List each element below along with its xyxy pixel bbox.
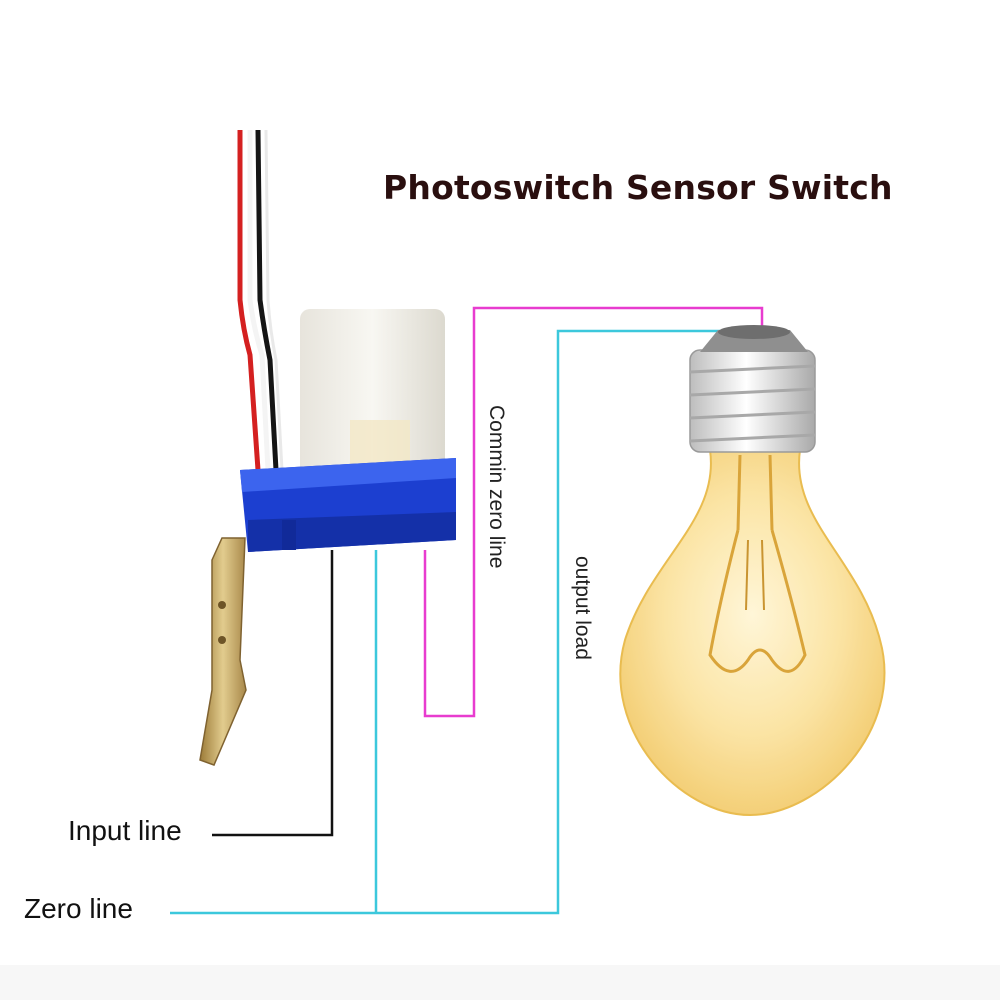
input-line-wire — [212, 550, 334, 837]
output-load-label: output load — [571, 556, 594, 660]
bottom-strip — [0, 965, 1000, 1000]
zero-line-label: Zero line — [24, 893, 133, 924]
input-line-label: Input line — [68, 815, 182, 846]
common-zero-line-label: Commin zero line — [485, 405, 508, 569]
common-zero-line-wire — [423, 306, 764, 718]
sensor-lead-wires — [237, 129, 284, 471]
zero-line-wire — [170, 329, 750, 915]
diagram-title: Photoswitch Sensor Switch — [383, 168, 893, 207]
photocell-sensor-icon — [240, 309, 456, 552]
light-bulb-icon — [619, 325, 886, 817]
mounting-bracket — [199, 537, 247, 766]
